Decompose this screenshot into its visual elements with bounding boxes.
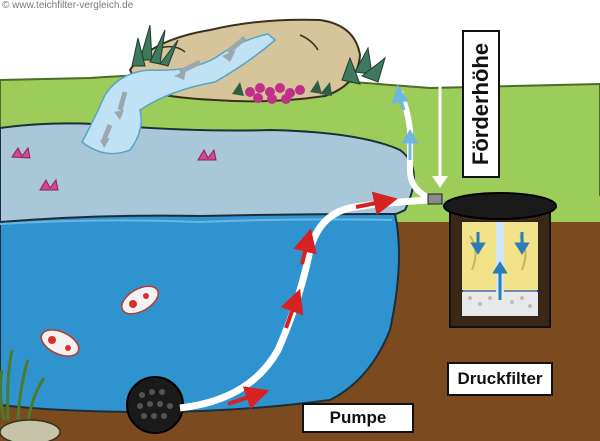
waterfall-arrow [101, 124, 113, 141]
plant-icon [232, 80, 332, 96]
pond-deep [0, 212, 400, 414]
pressure-filter-icon [443, 192, 557, 328]
delivery-head-label: Förderhöhe [462, 30, 500, 178]
flower-bush [245, 83, 305, 104]
rock-crack [299, 34, 319, 51]
head-arrow-up [432, 22, 448, 34]
waterfall-arrow [226, 36, 247, 54]
delivery-head-text: Förderhöhe [468, 42, 494, 166]
koi-fish-icon [121, 285, 159, 315]
waterfall-arrow [117, 91, 128, 111]
pump-grille [137, 389, 173, 419]
hose-connector [427, 193, 443, 205]
pressure-filter-label: Druckfilter [447, 362, 553, 396]
stone [0, 419, 61, 441]
flow-arrow-icon [391, 84, 419, 160]
plant-icon [131, 24, 179, 67]
plant-icon [341, 46, 386, 85]
koi-fish-icon [40, 329, 80, 357]
plant-icon [0, 349, 46, 421]
pump-label: Pumpe [302, 403, 414, 433]
copyright-credit: © www.teichfilter-vergleich.de [2, 0, 134, 11]
pump-icon [126, 376, 184, 434]
head-arrow-down [432, 176, 448, 188]
waterfall-arrow [178, 59, 202, 75]
water-lily-icon [11, 146, 217, 191]
flow-arrow-icon [227, 191, 398, 410]
